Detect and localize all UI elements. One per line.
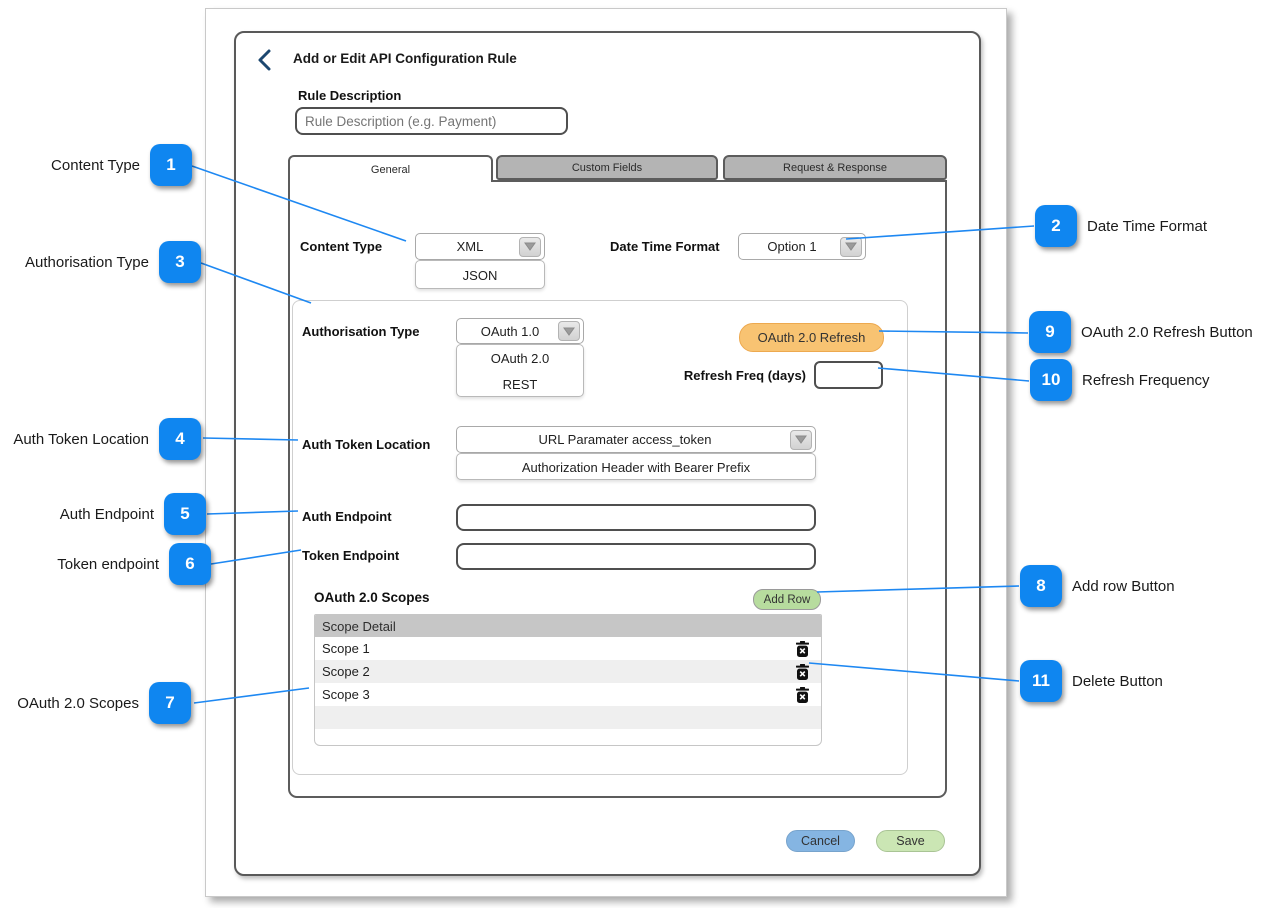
oauth-scopes-label: OAuth 2.0 Scopes bbox=[314, 590, 430, 605]
tab-custom-fields[interactable]: Custom Fields bbox=[496, 155, 718, 180]
content-type-select[interactable]: XML bbox=[415, 233, 545, 260]
dropdown-arrow-icon[interactable] bbox=[519, 236, 541, 257]
callout-label: Auth Endpoint bbox=[59, 505, 154, 523]
refresh-freq-label: Refresh Freq (days) bbox=[683, 368, 806, 383]
auth-token-location-options: Authorization Header with Bearer Prefix bbox=[456, 453, 816, 480]
callout-auth-token-location: Auth Token Location 4 bbox=[13, 418, 201, 460]
callout-label: Authorisation Type bbox=[25, 253, 149, 271]
callout-number-badge: 11 bbox=[1020, 660, 1062, 702]
table-row: Scope 2 bbox=[315, 660, 821, 683]
callout-label: Content Type bbox=[51, 156, 140, 174]
scope-cell: Scope 1 bbox=[322, 641, 370, 656]
callout-oauth-scopes: OAuth 2.0 Scopes 7 bbox=[17, 682, 191, 724]
callout-oauth-refresh-button: 9 OAuth 2.0 Refresh Button bbox=[1029, 311, 1253, 353]
auth-token-location-value: URL Paramater access_token bbox=[538, 432, 712, 447]
content-type-label: Content Type bbox=[300, 239, 383, 254]
authorisation-type-option-rest[interactable]: REST bbox=[502, 376, 538, 392]
cancel-button[interactable]: Cancel bbox=[786, 830, 855, 852]
authorisation-type-options: OAuth 2.0 REST bbox=[456, 344, 584, 397]
callout-number-badge: 8 bbox=[1020, 565, 1062, 607]
rule-description-label: Rule Description bbox=[298, 88, 402, 103]
callout-label: Date Time Format bbox=[1087, 217, 1208, 235]
callout-label: Token endpoint bbox=[57, 555, 159, 573]
scopes-table-header: Scope Detail bbox=[315, 615, 821, 637]
callout-number-badge: 3 bbox=[159, 241, 201, 283]
auth-token-location-select[interactable]: URL Paramater access_token bbox=[456, 426, 816, 453]
date-time-format-select[interactable]: Option 1 bbox=[738, 233, 866, 260]
table-row: Scope 1 bbox=[315, 637, 821, 660]
callout-number-badge: 9 bbox=[1029, 311, 1071, 353]
mockup-card: Add or Edit API Configuration Rule Rule … bbox=[205, 8, 1007, 897]
tab-custom-fields-label: Custom Fields bbox=[571, 161, 643, 174]
callout-number-badge: 6 bbox=[169, 543, 211, 585]
callout-content-type: Content Type 1 bbox=[51, 144, 192, 186]
callout-auth-endpoint: Auth Endpoint 5 bbox=[60, 493, 206, 535]
callout-add-row-button: 8 Add row Button bbox=[1020, 565, 1175, 607]
content-type-value: XML bbox=[456, 239, 484, 254]
content-type-option-json[interactable]: JSON bbox=[462, 268, 498, 283]
refresh-freq-input[interactable] bbox=[814, 361, 883, 389]
save-button[interactable]: Save bbox=[876, 830, 945, 852]
rule-description-input[interactable] bbox=[295, 107, 568, 135]
authorisation-type-option-oauth2[interactable]: OAuth 2.0 bbox=[490, 350, 550, 366]
auth-endpoint-input[interactable] bbox=[456, 504, 816, 531]
scopes-table: Scope Detail Scope 1 Scope 2 bbox=[314, 614, 822, 746]
dialog-title: Add or Edit API Configuration Rule bbox=[293, 51, 517, 66]
dropdown-arrow-icon[interactable] bbox=[840, 236, 862, 257]
authorisation-type-value: OAuth 1.0 bbox=[480, 323, 540, 339]
tab-request-response[interactable]: Request & Response bbox=[723, 155, 947, 180]
callout-number-badge: 2 bbox=[1035, 205, 1077, 247]
delete-icon[interactable] bbox=[796, 686, 810, 703]
content-type-options: JSON bbox=[415, 260, 545, 289]
callout-label: Delete Button bbox=[1072, 672, 1163, 690]
token-endpoint-input[interactable] bbox=[456, 543, 816, 570]
date-time-format-value: Option 1 bbox=[767, 239, 817, 254]
oauth-refresh-button[interactable]: OAuth 2.0 Refresh bbox=[739, 323, 884, 352]
date-time-format-label: Date Time Format bbox=[610, 239, 720, 254]
callout-label: Auth Token Location bbox=[13, 430, 149, 448]
callout-number-badge: 10 bbox=[1030, 359, 1072, 401]
back-icon[interactable] bbox=[255, 48, 273, 72]
table-row: Scope 3 bbox=[315, 683, 821, 706]
auth-token-location-label: Auth Token Location bbox=[302, 437, 431, 452]
callout-label: OAuth 2.0 Refresh Button bbox=[1081, 323, 1253, 341]
callout-label: Refresh Frequency bbox=[1082, 371, 1210, 389]
callout-refresh-frequency: 10 Refresh Frequency bbox=[1030, 359, 1210, 401]
tab-request-response-label: Request & Response bbox=[783, 161, 887, 174]
callout-authorisation-type: Authorisation Type 3 bbox=[25, 241, 201, 283]
auth-endpoint-label: Auth Endpoint bbox=[302, 509, 392, 524]
authorisation-group: Authorisation Type OAuth 1.0 OAuth 2.0 R… bbox=[292, 300, 908, 775]
scope-cell: Scope 2 bbox=[322, 664, 370, 679]
delete-icon[interactable] bbox=[796, 663, 810, 680]
callout-number-badge: 1 bbox=[150, 144, 192, 186]
callout-date-time-format: 2 Date Time Format bbox=[1035, 205, 1207, 247]
delete-icon[interactable] bbox=[796, 640, 810, 657]
general-tab-panel: Content Type XML JSON Date Time Format O… bbox=[288, 180, 947, 798]
table-row-empty bbox=[315, 706, 821, 729]
api-rule-dialog: Add or Edit API Configuration Rule Rule … bbox=[234, 31, 981, 876]
dropdown-arrow-icon[interactable] bbox=[790, 429, 812, 450]
callout-delete-button: 11 Delete Button bbox=[1020, 660, 1163, 702]
auth-token-location-option-bearer[interactable]: Authorization Header with Bearer Prefix bbox=[521, 460, 751, 475]
authorisation-type-label: Authorisation Type bbox=[302, 324, 420, 339]
callout-number-badge: 4 bbox=[159, 418, 201, 460]
add-row-button[interactable]: Add Row bbox=[753, 589, 821, 610]
dropdown-arrow-icon[interactable] bbox=[558, 321, 580, 341]
callout-label: Add row Button bbox=[1072, 577, 1175, 595]
callout-number-badge: 7 bbox=[149, 682, 191, 724]
callout-number-badge: 5 bbox=[164, 493, 206, 535]
table-row-empty bbox=[315, 729, 821, 745]
callout-label: OAuth 2.0 Scopes bbox=[17, 694, 139, 712]
tab-general-label: General bbox=[370, 163, 411, 176]
tab-general[interactable]: General bbox=[288, 155, 493, 182]
authorisation-type-select[interactable]: OAuth 1.0 bbox=[456, 318, 584, 344]
token-endpoint-label: Token Endpoint bbox=[302, 548, 400, 563]
scope-cell: Scope 3 bbox=[322, 687, 370, 702]
callout-token-endpoint: Token endpoint 6 bbox=[57, 543, 211, 585]
